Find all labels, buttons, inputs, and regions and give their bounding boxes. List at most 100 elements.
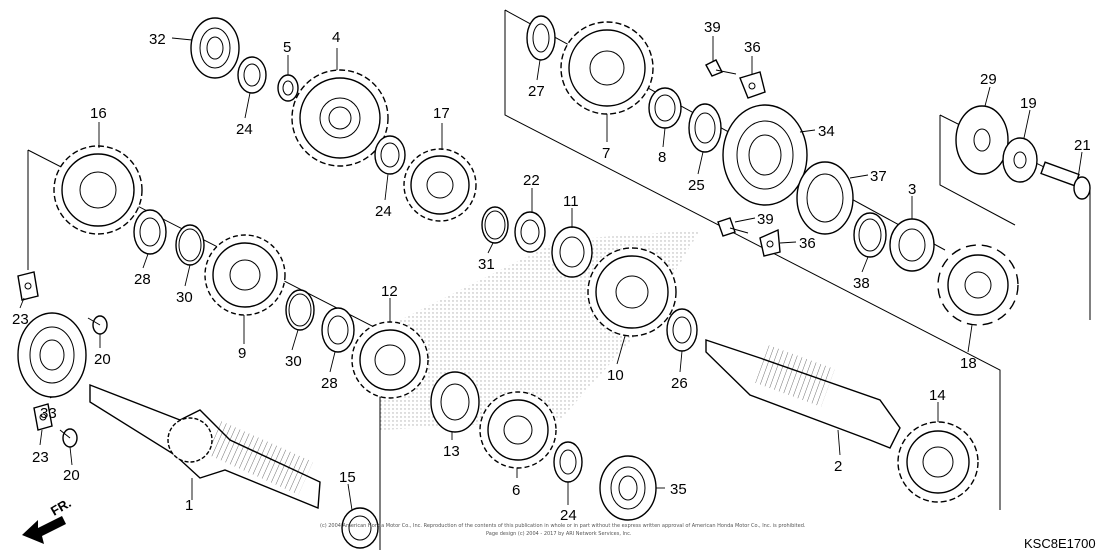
part-36-plate-b[interactable] xyxy=(759,228,781,257)
callout-23-a: 23 xyxy=(12,311,29,328)
callout-37: 37 xyxy=(870,168,887,185)
copyright-notice: (c) 2004 American Honda Motor Co., Inc. … xyxy=(320,523,806,537)
copyright-line-2: Page design (c) 2004 - 2017 by ARI Netwo… xyxy=(486,531,632,537)
part-8-collar[interactable] xyxy=(648,87,682,129)
callout-18: 18 xyxy=(960,355,977,372)
callout-6: 6 xyxy=(512,482,520,499)
part-4-gear[interactable] xyxy=(291,69,389,167)
callout-26: 26 xyxy=(671,375,688,392)
callout-28-b: 28 xyxy=(321,375,338,392)
diagram-code: KSC8E1700 xyxy=(1024,536,1096,551)
callout-2: 2 xyxy=(834,458,842,475)
part-28-bushing-a[interactable] xyxy=(133,209,167,255)
callout-24-a: 24 xyxy=(236,121,253,138)
part-22-bushing[interactable] xyxy=(514,211,546,253)
part-2-countershaft[interactable] xyxy=(705,339,901,449)
callout-29: 29 xyxy=(980,71,997,88)
part-1-mainshaft[interactable] xyxy=(89,383,321,510)
callout-30-b: 30 xyxy=(285,353,302,370)
callout-36-a: 36 xyxy=(744,39,761,56)
leader-lines xyxy=(19,36,1083,511)
copyright-line-1: (c) 2004 American Honda Motor Co., Inc. … xyxy=(320,523,806,529)
part-19-washer[interactable] xyxy=(1002,137,1038,183)
part-31-circlip[interactable] xyxy=(481,206,509,244)
part-20-bolt-a[interactable] xyxy=(87,315,108,335)
part-29-washer[interactable] xyxy=(955,105,1009,175)
callout-24-c: 24 xyxy=(560,507,577,524)
callout-19: 19 xyxy=(1020,95,1037,112)
callout-4: 4 xyxy=(332,29,340,46)
part-28-bushing-b[interactable] xyxy=(321,307,355,353)
callout-39-b: 39 xyxy=(757,211,774,228)
callout-27: 27 xyxy=(528,83,545,100)
part-6-gear[interactable] xyxy=(479,391,557,469)
part-36-plate-a[interactable] xyxy=(739,71,766,99)
part-24-washer-a[interactable] xyxy=(237,56,267,94)
callout-labels: 1 2 3 4 5 6 7 8 9 10 11 12 13 14 15 16 1… xyxy=(12,19,1091,524)
part-38-collar[interactable] xyxy=(853,212,887,258)
callout-17: 17 xyxy=(433,105,450,122)
part-21-bolt[interactable] xyxy=(1040,161,1091,200)
part-7-gear[interactable] xyxy=(560,21,654,115)
part-32-bearing[interactable] xyxy=(190,17,240,79)
callout-34: 34 xyxy=(818,123,835,140)
part-39-bolt-a[interactable] xyxy=(705,59,737,77)
part-13-bushing[interactable] xyxy=(430,371,480,433)
part-9-gear[interactable] xyxy=(204,234,286,316)
callout-25: 25 xyxy=(688,177,705,194)
callout-13: 13 xyxy=(443,443,460,460)
callout-22: 22 xyxy=(523,172,540,189)
callout-31: 31 xyxy=(478,256,495,273)
callout-1: 1 xyxy=(185,497,193,514)
callout-36-b: 36 xyxy=(799,235,816,252)
callout-3: 3 xyxy=(908,181,916,198)
callout-12: 12 xyxy=(381,283,398,300)
part-23-plate-b[interactable] xyxy=(33,403,53,431)
part-17-gear[interactable] xyxy=(403,148,477,222)
part-23-plate-a[interactable] xyxy=(17,271,39,301)
callout-30-a: 30 xyxy=(176,289,193,306)
callout-9: 9 xyxy=(238,345,246,362)
callout-35: 35 xyxy=(670,481,687,498)
part-12-gear[interactable] xyxy=(351,321,429,399)
part-30-circlip-b[interactable] xyxy=(285,289,315,331)
part-39-bolt-b[interactable] xyxy=(717,217,749,237)
part-20-bolt-b[interactable] xyxy=(59,428,78,448)
part-26-washer[interactable] xyxy=(666,308,698,352)
callout-39-a: 39 xyxy=(704,19,721,36)
part-14-gear[interactable] xyxy=(897,421,979,503)
fr-label: FR. xyxy=(48,495,74,518)
callout-11: 11 xyxy=(563,193,579,210)
callout-21: 21 xyxy=(1074,137,1091,154)
callout-20-b: 20 xyxy=(63,467,80,484)
part-18-drive-sprocket[interactable] xyxy=(937,244,1019,326)
part-37-oil-seal[interactable] xyxy=(796,161,854,235)
part-16-gear[interactable] xyxy=(53,145,143,235)
callout-32: 32 xyxy=(149,31,166,48)
part-25-washer[interactable] xyxy=(688,103,722,153)
part-27-washer[interactable] xyxy=(526,15,556,61)
callout-7: 7 xyxy=(602,145,610,162)
callout-10: 10 xyxy=(607,367,624,384)
callout-15: 15 xyxy=(339,469,356,486)
callout-24-b: 24 xyxy=(375,203,392,220)
callout-20-a: 20 xyxy=(94,351,111,368)
callout-33: 33 xyxy=(40,405,57,422)
callout-14: 14 xyxy=(929,387,946,404)
callout-5: 5 xyxy=(283,39,291,56)
part-3-collar[interactable] xyxy=(889,218,935,272)
part-24-washer-c[interactable] xyxy=(553,441,583,483)
part-11-collar[interactable] xyxy=(551,226,593,278)
callout-23-b: 23 xyxy=(32,449,49,466)
callout-28-a: 28 xyxy=(134,271,151,288)
callout-8: 8 xyxy=(658,149,666,166)
part-35-bearing[interactable] xyxy=(599,455,657,521)
part-34-bearing[interactable] xyxy=(722,104,808,206)
part-5-collar[interactable] xyxy=(277,74,299,102)
part-10-gear[interactable] xyxy=(587,247,677,337)
part-30-circlip-a[interactable] xyxy=(175,224,205,266)
part-15-collar[interactable] xyxy=(341,507,379,549)
part-24-washer-b[interactable] xyxy=(374,135,406,175)
